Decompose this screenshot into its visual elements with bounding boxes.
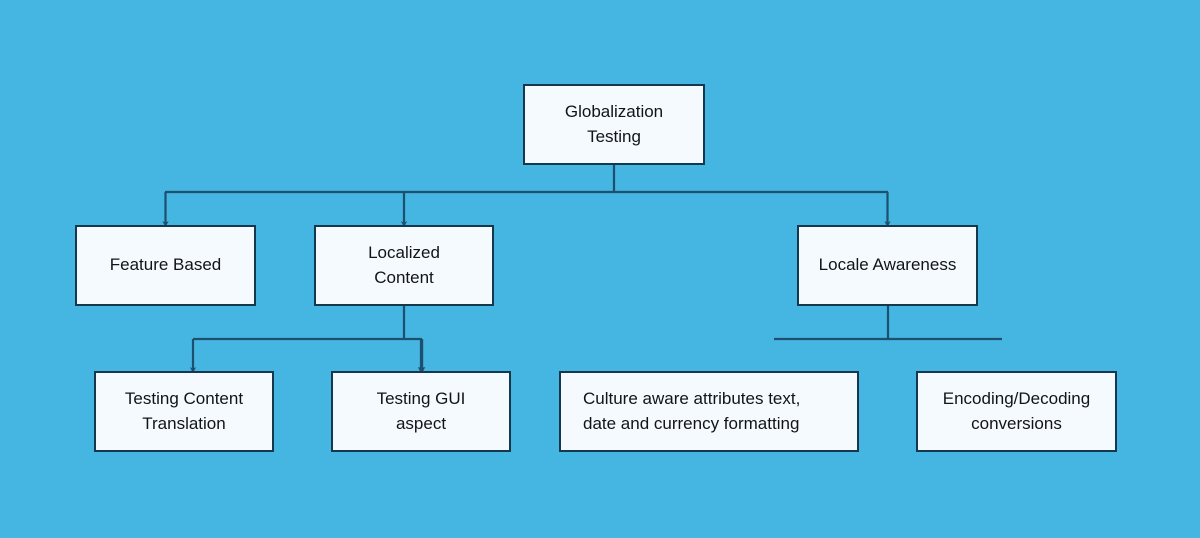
node-label-root: Globalization Testing [564, 101, 664, 146]
node-label-culture-aware-attributes: Culture aware attributes text, date and … [583, 388, 801, 433]
node-label-testing-gui-aspect: Testing GUI aspect [376, 388, 466, 433]
node-label-localized-content: Localized Content [368, 242, 440, 287]
node-label-feature-based: Feature Based [109, 255, 222, 275]
node-testing-content-translation: Testing Content Translation [94, 371, 274, 452]
node-label-encoding-decoding-conversions: Encoding/Decoding conversions [942, 388, 1091, 433]
node-encoding-decoding-conversions: Encoding/Decoding conversions [916, 371, 1117, 452]
node-root: Globalization Testing [523, 84, 705, 165]
node-culture-aware-attributes: Culture aware attributes text, date and … [559, 371, 859, 452]
node-locale-awareness: Locale Awareness [797, 225, 978, 306]
node-label-locale-awareness: Locale Awareness [818, 255, 957, 275]
node-testing-gui-aspect: Testing GUI aspect [331, 371, 511, 452]
node-localized-content: Localized Content [314, 225, 494, 306]
node-feature-based: Feature Based [75, 225, 256, 306]
node-label-testing-content-translation: Testing Content Translation [124, 388, 244, 433]
